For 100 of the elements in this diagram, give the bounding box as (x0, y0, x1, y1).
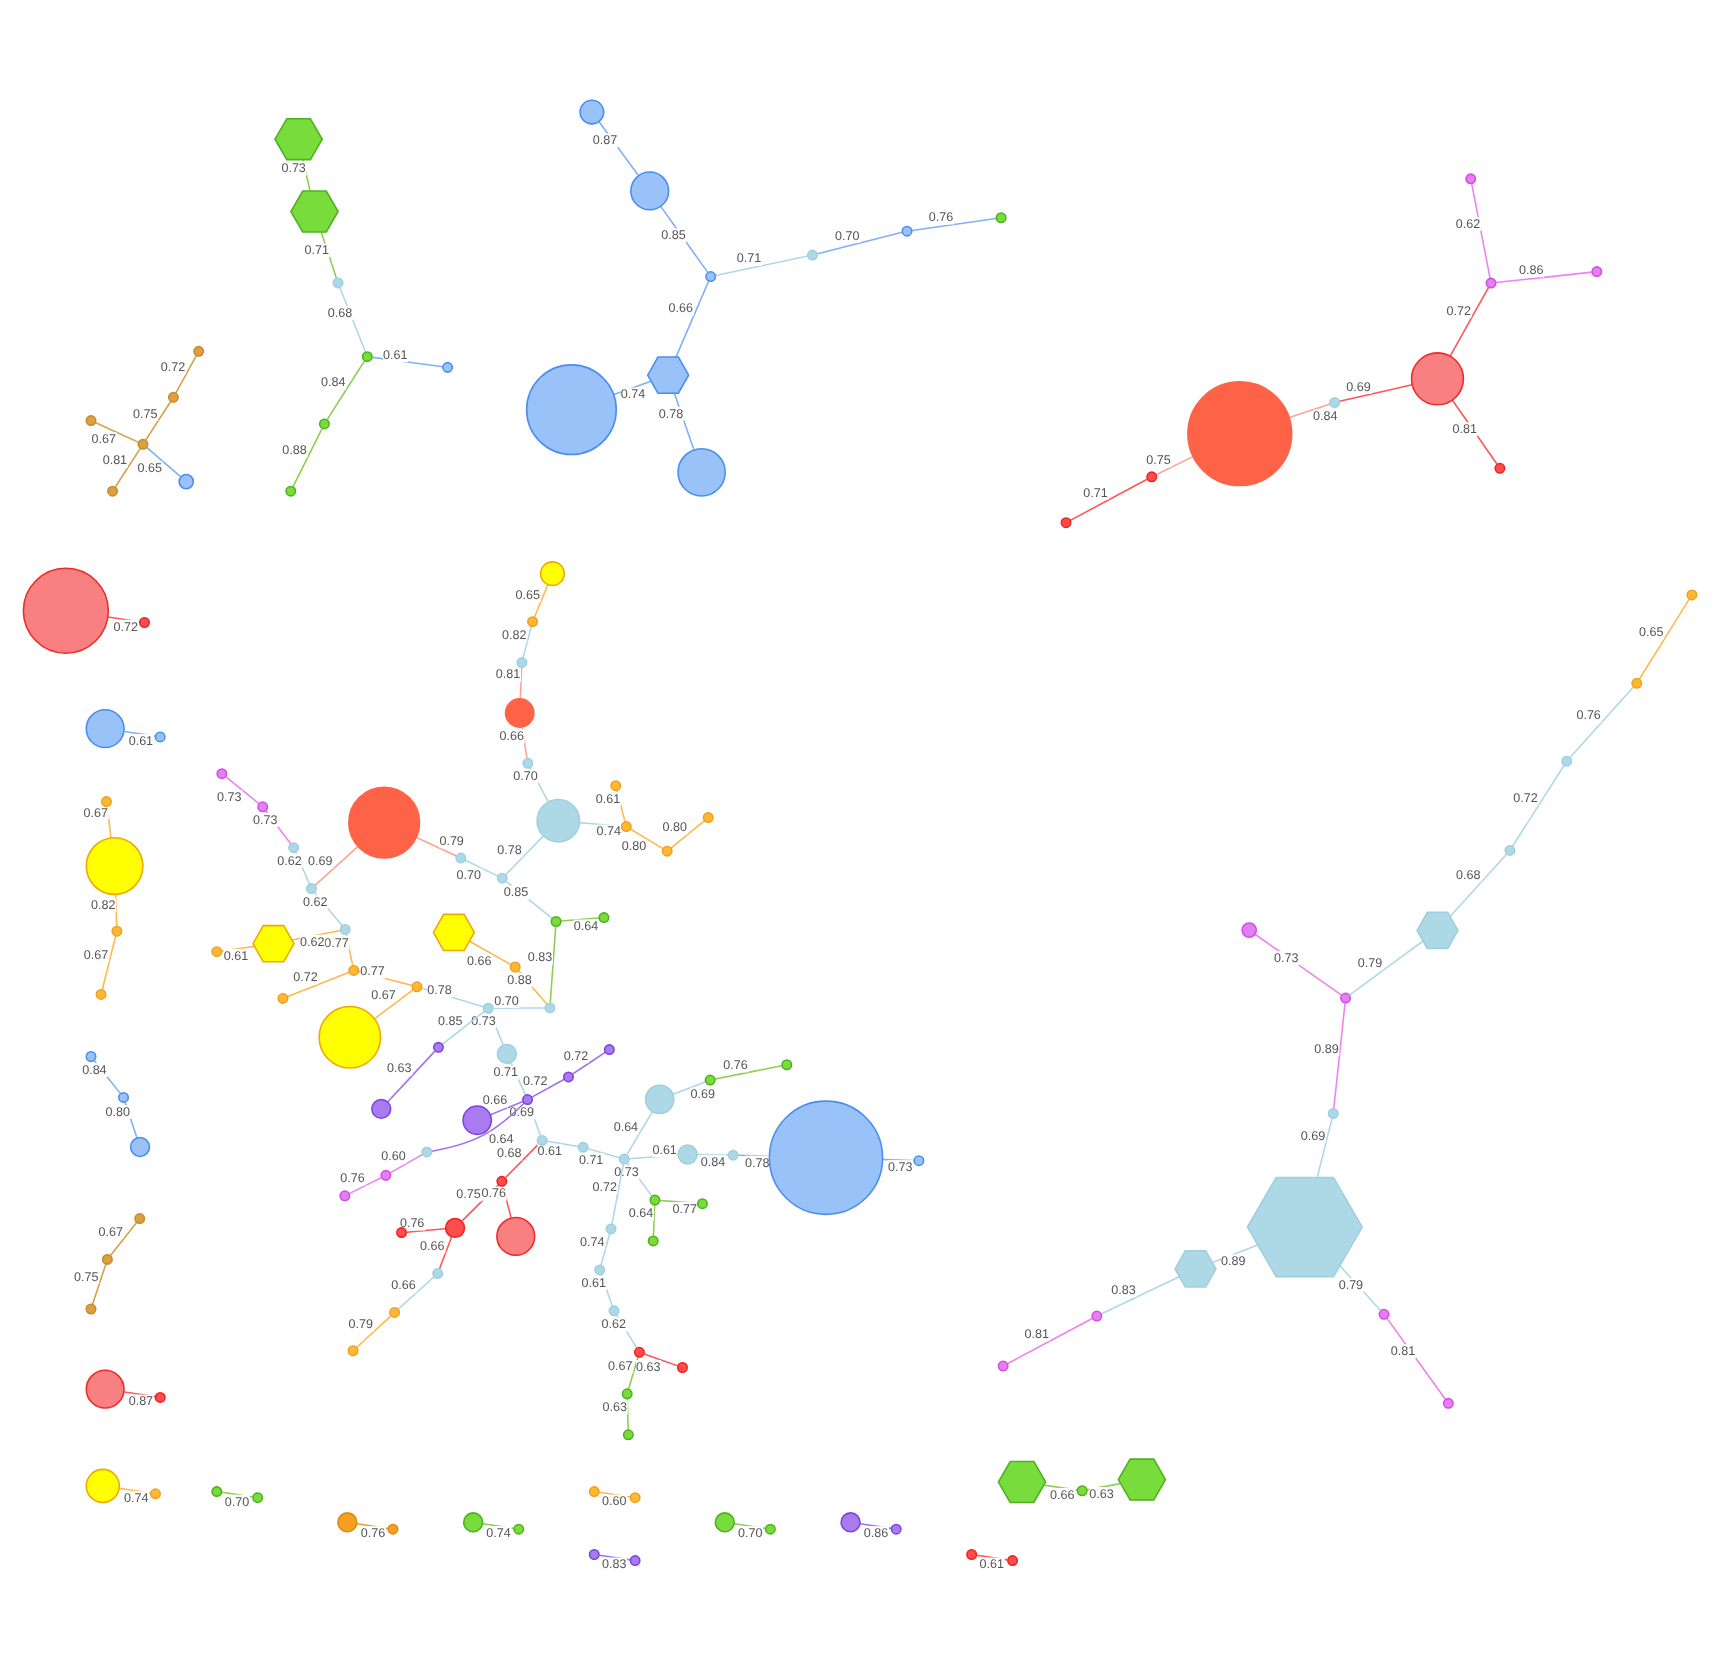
node-circle (1329, 396, 1341, 407)
connector (616, 788, 626, 822)
node-circle (432, 1267, 444, 1279)
node-circle (661, 844, 673, 856)
node-circle (704, 1073, 716, 1085)
node-circle (337, 1511, 358, 1532)
connector (531, 1077, 565, 1097)
node-circle (277, 991, 289, 1003)
node-circle (100, 795, 112, 807)
connector (345, 932, 354, 966)
node-circle (644, 1083, 675, 1114)
node-circle (702, 811, 714, 823)
node-circle (901, 224, 913, 236)
node-hexagon (252, 923, 295, 962)
node-circle (610, 779, 622, 791)
node-circle (396, 1226, 408, 1238)
connector (438, 1235, 453, 1269)
connector (397, 1275, 435, 1309)
node-circle (1504, 843, 1516, 855)
node-circle (1378, 1307, 1390, 1319)
connector (109, 1220, 138, 1256)
node-circle (677, 1143, 698, 1164)
node-circle (101, 1252, 113, 1264)
node-circle (513, 1522, 525, 1534)
connector (1569, 685, 1634, 758)
connector (546, 1139, 579, 1147)
connector (224, 774, 260, 804)
node-circle (1327, 1107, 1339, 1118)
node-circle (154, 1390, 166, 1402)
connector (320, 230, 338, 278)
node-circle (1060, 516, 1072, 528)
node-circle (421, 1145, 433, 1157)
node-circle (727, 1148, 739, 1160)
connector (505, 834, 544, 875)
node-circle (539, 560, 566, 586)
node-circle (629, 1554, 641, 1566)
connector (629, 827, 664, 849)
connector (714, 1063, 783, 1079)
node-circle (193, 344, 205, 356)
connector (1043, 1483, 1079, 1490)
node-circle (462, 1511, 484, 1532)
node-circle (1465, 172, 1477, 184)
node-circle (588, 1485, 600, 1497)
connector (611, 1162, 625, 1224)
node-circle (85, 1467, 121, 1503)
connector (420, 986, 485, 1007)
node-circle (134, 1212, 146, 1224)
node-circle (890, 1522, 902, 1534)
connector (816, 230, 904, 254)
node-circle (705, 270, 717, 282)
connector (356, 1522, 389, 1529)
node-circle (603, 1043, 615, 1055)
node-circle (85, 1368, 125, 1408)
connector (533, 583, 549, 617)
node-circle (579, 98, 605, 124)
node-circle (768, 1099, 884, 1215)
node-circle (318, 417, 330, 429)
connector (675, 279, 710, 357)
node-circle (621, 1387, 633, 1399)
connector (1449, 285, 1490, 356)
connector (264, 808, 292, 844)
connector (652, 1203, 656, 1236)
node-circle (1591, 265, 1603, 277)
node-circle (85, 414, 97, 426)
node-circle (966, 1548, 978, 1559)
connector (626, 1109, 654, 1155)
node-circle (332, 276, 344, 288)
node-circle (496, 1215, 536, 1256)
connector (469, 939, 512, 965)
connector (733, 1522, 767, 1529)
node-circle (496, 871, 508, 883)
node-hexagon (274, 116, 324, 160)
connector (313, 890, 343, 926)
connector (91, 1262, 107, 1305)
connector (911, 216, 997, 231)
node-hexagon (997, 1459, 1047, 1503)
connector (522, 624, 533, 658)
node-circle (522, 756, 534, 768)
node-circle (527, 615, 539, 627)
node-circle (85, 836, 144, 895)
node-circle (137, 437, 149, 449)
connector (560, 916, 600, 921)
node-circle (522, 1093, 534, 1105)
connector (326, 358, 366, 420)
connector (356, 1314, 392, 1347)
node-circle (1561, 754, 1573, 766)
connector (1338, 382, 1413, 402)
node-circle (361, 350, 373, 362)
connector (1100, 1274, 1180, 1314)
connector (613, 379, 652, 395)
node-circle (149, 1487, 161, 1499)
node-circle (630, 170, 670, 210)
connector (357, 969, 413, 986)
node-hexagon (1117, 1457, 1167, 1500)
node-circle (622, 1428, 634, 1440)
connector (598, 120, 639, 175)
node-circle (781, 1058, 793, 1070)
connector (696, 1152, 729, 1155)
node-circle (647, 1234, 659, 1246)
node-circle (496, 1174, 508, 1186)
